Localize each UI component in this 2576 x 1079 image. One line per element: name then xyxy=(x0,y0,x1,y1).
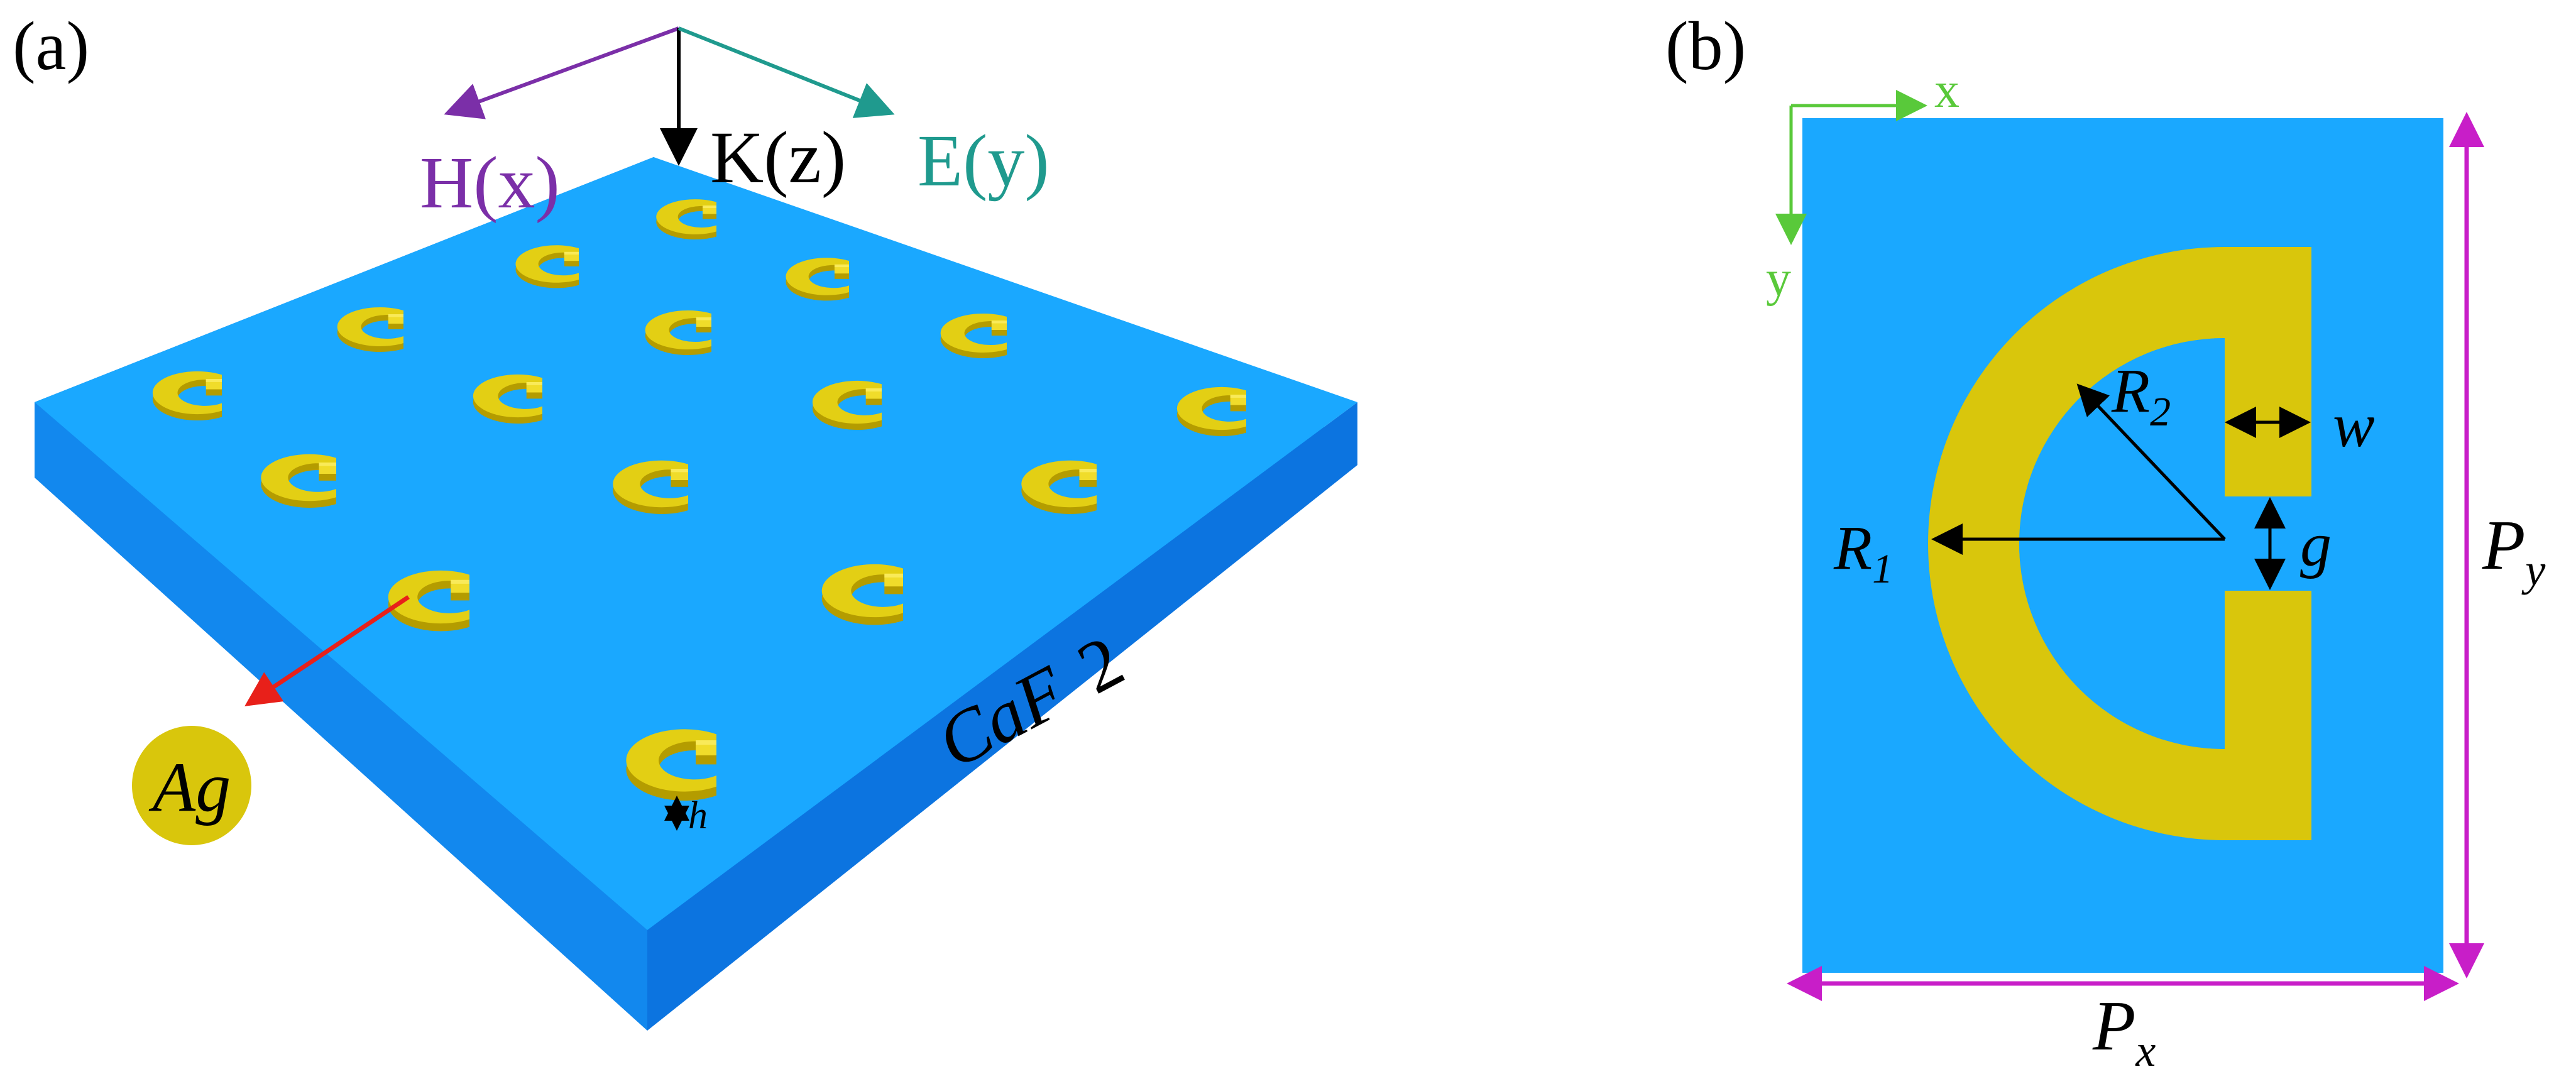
panel-b: (b) x y R1 xyxy=(1665,8,2545,1076)
r2-arrow xyxy=(2076,383,2226,540)
y-axis-label: y xyxy=(1766,251,1791,307)
xy-axes: x y xyxy=(1766,63,1959,307)
ag-badge xyxy=(132,726,251,845)
py-label: P xyxy=(2482,507,2525,584)
panel-a: (a) xyxy=(13,8,1357,1031)
substrate-slab xyxy=(35,157,1357,1031)
px-label: P xyxy=(2092,987,2135,1065)
r2-label: R xyxy=(2111,356,2150,425)
px-subscript: x xyxy=(2135,1026,2156,1076)
svg-text:R1: R1 xyxy=(1833,513,1893,592)
ring-gap xyxy=(2223,496,2313,591)
py-subscript: y xyxy=(2521,545,2545,595)
h-field-label: H(x) xyxy=(420,141,560,224)
x-axis-label: x xyxy=(1934,63,1959,118)
r2-subscript: 2 xyxy=(2150,389,2171,435)
h-field-arrow xyxy=(444,26,680,119)
e-field-arrow xyxy=(677,26,895,118)
w-label: w xyxy=(2333,390,2375,460)
g-label: g xyxy=(2300,510,2332,579)
svg-text:R2: R2 xyxy=(2111,356,2171,435)
panel-a-label: (a) xyxy=(13,8,89,84)
panel-b-label: (b) xyxy=(1665,8,1746,84)
ag-label: Ag xyxy=(148,748,231,826)
r1-subscript: 1 xyxy=(1872,546,1893,592)
e-field-label: E(y) xyxy=(918,119,1050,202)
field-axes: H(x) K(z) E(y) xyxy=(420,26,1050,224)
ag-pointer-arrow xyxy=(244,595,410,706)
svg-text:Py: Py xyxy=(2482,507,2545,595)
dimensions: R1 R2 w g Px Py xyxy=(1787,112,2545,1076)
height-marker: h xyxy=(664,794,708,837)
height-label: h xyxy=(688,794,708,837)
k-vector-label: K(z) xyxy=(710,116,846,199)
r1-label: R xyxy=(1833,513,1872,583)
ag-callout: Ag xyxy=(132,595,410,845)
svg-text:Px: Px xyxy=(2092,987,2156,1076)
